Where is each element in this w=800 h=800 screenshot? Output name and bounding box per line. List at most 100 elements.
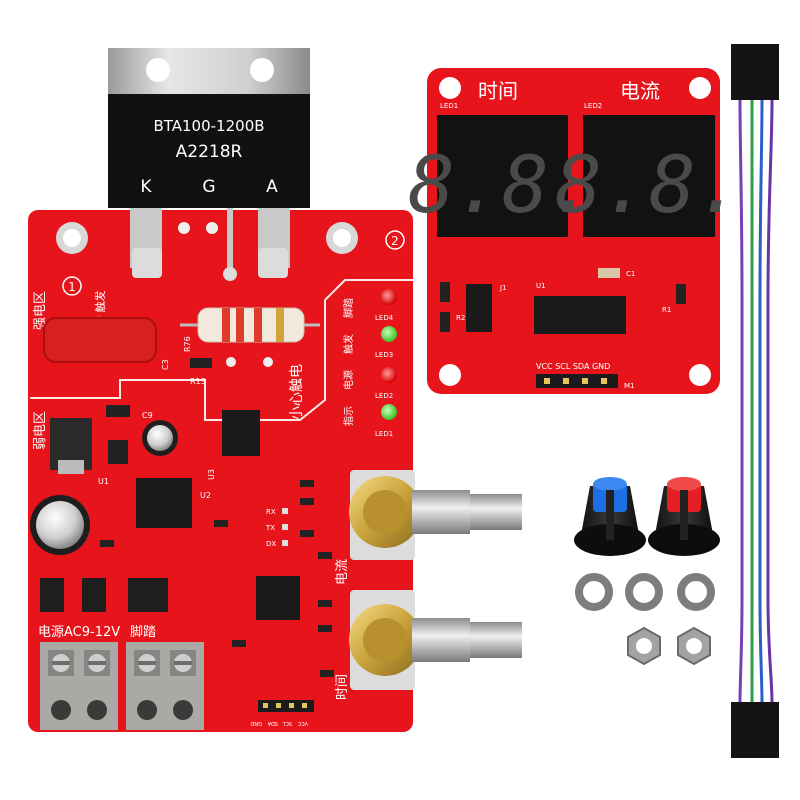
display-chip-u1	[534, 296, 626, 334]
time-label: 时间	[335, 674, 350, 700]
i2c-header: GND SDA SCL VCC	[250, 700, 314, 726]
led4-red	[381, 289, 397, 305]
side-pin-tx: TX	[265, 524, 275, 532]
display-m1-ref: M1	[624, 382, 635, 390]
diode	[40, 578, 64, 612]
c3-ref: C3	[161, 359, 170, 370]
electrolytic-small-top	[147, 425, 173, 451]
circle-2-mark	[385, 230, 405, 250]
led2-red	[381, 367, 397, 383]
strong-zone-label: 强电区	[33, 291, 48, 330]
pedal-label: 脚踏	[130, 624, 156, 640]
display-pins-label: VCC SCL SDA GND	[536, 362, 610, 371]
main-board: 1 2 强电区 弱电区 脚踏 触发 C3 R76 R13 小心触电 脚踏 触	[28, 210, 522, 732]
led1-label: LED1	[375, 430, 393, 438]
smd-components	[100, 480, 334, 677]
triac-lot-code: A2218R	[176, 142, 243, 162]
pedal-terminal-block	[126, 642, 204, 730]
led2-label: LED2	[375, 392, 393, 400]
display-led1-label: LED1	[440, 102, 458, 110]
side-pin-rx: RX	[266, 508, 276, 516]
wire-purple	[738, 99, 744, 703]
led4-label: LED4	[375, 314, 394, 322]
display-smd	[676, 284, 686, 304]
current-label: 电流	[335, 559, 350, 585]
pin	[582, 378, 588, 384]
display-u1-ref: U1	[536, 282, 546, 290]
triac-part-number: BTA100-1200B	[153, 117, 264, 135]
side-pin-dx: DX	[266, 540, 276, 548]
u1-ref: U1	[98, 477, 109, 486]
cable-connector-top	[731, 44, 779, 100]
status-leds: LED4 LED3 LED2 LED1	[375, 289, 397, 438]
power-resistor	[180, 307, 320, 343]
display-r2-ref: R2	[456, 314, 465, 322]
status-label-2: 触发	[342, 334, 355, 354]
wire-blue	[758, 99, 764, 703]
pin	[544, 378, 550, 384]
r76-ref: R76	[183, 336, 192, 352]
power-terminal-block	[40, 642, 118, 730]
status-label-4: 指示	[342, 406, 355, 426]
r13-ref: R13	[190, 377, 206, 386]
chip-u2	[136, 478, 192, 528]
pot-time	[349, 590, 522, 690]
triac-leg-g-solder	[223, 267, 237, 281]
pad	[263, 357, 273, 367]
u3-ref: U3	[207, 469, 216, 480]
display-r1-ref: R1	[662, 306, 671, 314]
triac-leg-g	[227, 208, 233, 274]
triac-hole-left	[146, 58, 170, 82]
display-smd	[598, 268, 620, 278]
pad	[206, 222, 218, 234]
mcu-chip	[256, 576, 300, 620]
weak-zone-label: 弱电区	[33, 411, 48, 450]
triac-pin-k: K	[140, 177, 152, 197]
display-header	[536, 374, 618, 388]
seven-seg-left	[437, 115, 568, 237]
transistor	[128, 578, 168, 612]
led3-green	[381, 326, 397, 342]
hex-nuts	[627, 626, 711, 666]
c9-ref: C9	[142, 411, 153, 420]
triac-pin-g: G	[202, 177, 215, 197]
display-c1-ref: C1	[626, 270, 635, 278]
knob-red	[648, 477, 720, 556]
pad	[226, 357, 236, 367]
display-hole	[439, 364, 461, 386]
pad	[178, 222, 190, 234]
x-capacitor	[43, 317, 157, 363]
display-hole	[689, 364, 711, 386]
pin	[563, 378, 569, 384]
u2-ref: U2	[200, 491, 211, 500]
display-hole	[689, 77, 711, 99]
pot-current	[349, 470, 522, 560]
triac-body	[108, 94, 310, 208]
washers	[575, 573, 715, 611]
i2c-pin-vcc: VCC	[297, 720, 308, 726]
i2c-pin-sda: SDA	[267, 720, 278, 726]
status-labels: 脚踏 触发 电源 指示	[342, 298, 355, 426]
display-hole	[439, 77, 461, 99]
display-j1-ref: J1	[499, 284, 507, 292]
triac-hole-right	[250, 58, 274, 82]
power-label: 电源AC9-12V	[38, 625, 120, 640]
dupont-cable	[731, 44, 779, 758]
chip-u3	[222, 410, 260, 456]
circle-1-mark	[62, 276, 82, 296]
display-led2-label: LED2	[584, 102, 602, 110]
wire-violet	[766, 99, 774, 703]
bridge	[108, 440, 128, 464]
display-board: 时间 电流 LED1 LED2 8.8. 8.8. U1 C1 R1 R2 J1…	[408, 68, 743, 394]
status-label-3: 电源	[342, 370, 355, 390]
display-smd	[440, 312, 450, 332]
r13-smd	[190, 358, 212, 368]
led3-label: LED3	[375, 351, 393, 359]
cable-connector-bottom	[731, 702, 779, 758]
triac-pin-a: A	[266, 177, 278, 197]
knob-blue	[574, 477, 646, 556]
i2c-pin-gnd: GND	[250, 720, 262, 726]
display-diode	[466, 284, 492, 332]
display-smd	[440, 282, 450, 302]
circle-2-text: 2	[391, 234, 399, 248]
